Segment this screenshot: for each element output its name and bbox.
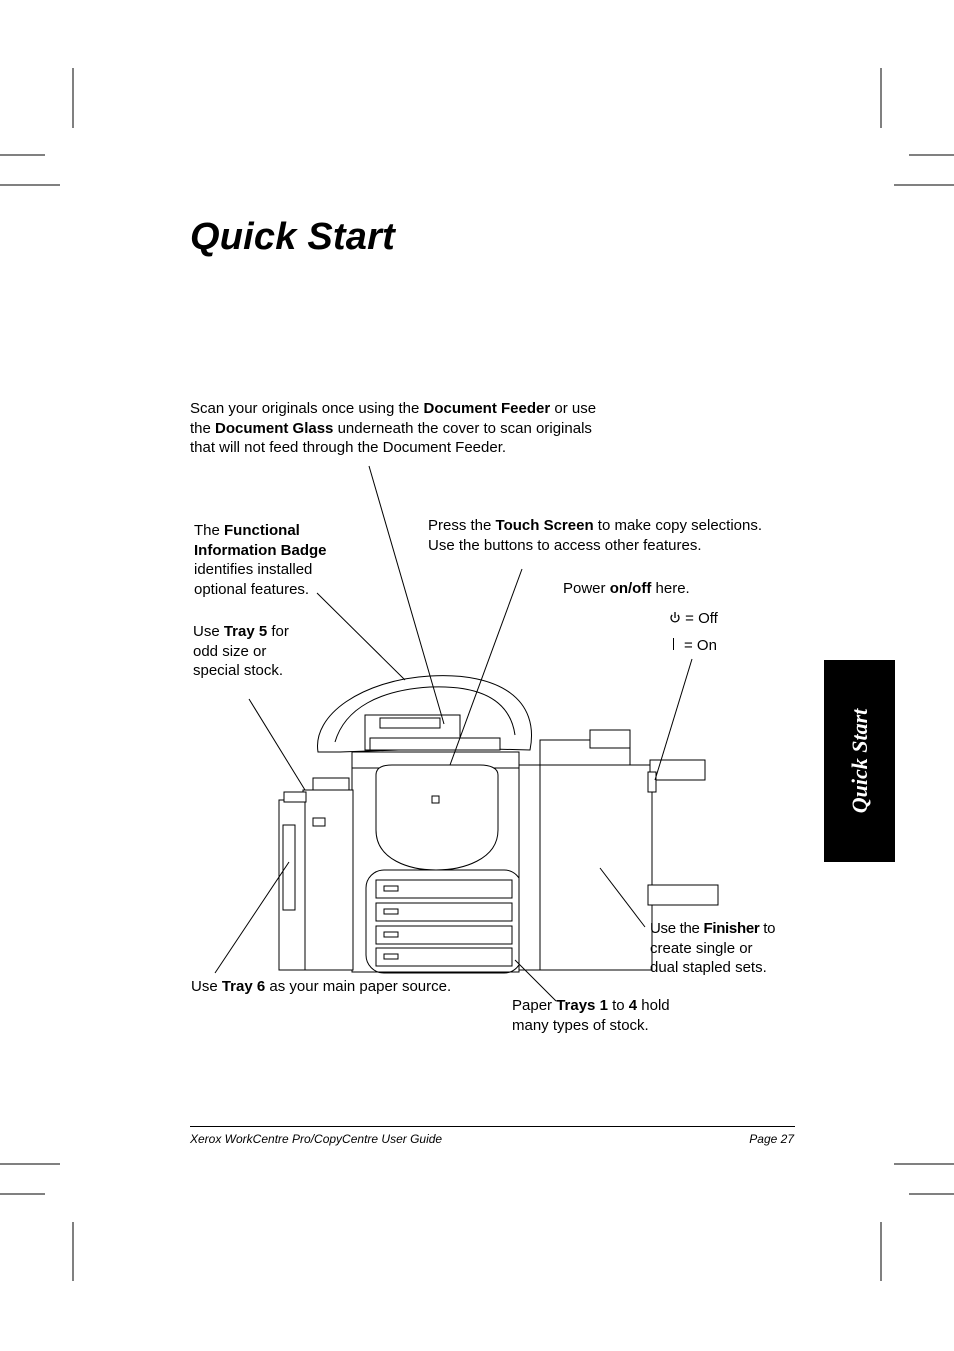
power-on-icon xyxy=(673,638,674,650)
callout-text: here. xyxy=(651,580,690,597)
document-feeder-term: Document Feeder xyxy=(423,400,551,417)
tray-4-term: 4 xyxy=(628,997,638,1014)
callout-text: Use the xyxy=(650,920,704,937)
callout-text: Power xyxy=(563,580,610,597)
trays-1-term: Trays 1 xyxy=(556,997,608,1014)
leader-lines xyxy=(214,465,693,1002)
tray6-callout: Use Tray 6 as your main paper source. xyxy=(191,977,511,997)
callout-text: odd size or xyxy=(193,642,267,660)
finisher-term: Finisher xyxy=(703,920,760,937)
callout-text: hold xyxy=(637,997,670,1014)
power-off-legend: = Off xyxy=(669,609,718,629)
section-side-tab-label: Quick Start xyxy=(846,708,872,814)
callout-text: to xyxy=(759,920,776,937)
intro-paragraph: Scan your originals once using the Docum… xyxy=(190,399,640,458)
callout-text: optional features. xyxy=(194,580,310,598)
footer-page-number: Page 27 xyxy=(749,1132,794,1146)
callout-text: special stock. xyxy=(193,662,284,679)
crop-marks xyxy=(0,68,954,1281)
callout-text: many types of stock. xyxy=(512,1016,649,1034)
callout-text: Use the buttons to access other features… xyxy=(428,536,702,554)
callout-text: to xyxy=(607,997,629,1014)
intro-text: that will not feed through the Document … xyxy=(190,439,507,456)
functional-term: Functional xyxy=(224,522,300,539)
intro-text: the xyxy=(190,419,216,437)
touch-screen-term: Touch Screen xyxy=(495,517,594,534)
footer-guide-title: Xerox WorkCentre Pro/CopyCentre User Gui… xyxy=(190,1132,443,1146)
finisher-callout: Use the Finisher to create single or dua… xyxy=(650,919,800,978)
tray6-term: Tray 6 xyxy=(221,978,266,995)
tray5-callout: Use Tray 5 for odd size or special stock… xyxy=(193,622,343,681)
document-glass-term: Document Glass xyxy=(215,419,334,437)
intro-text: underneath the cover to scan originals xyxy=(333,419,592,437)
callout-text: as your main paper source. xyxy=(265,978,452,995)
callout-text: dual stapled sets. xyxy=(650,959,767,976)
on-off-term: on/off xyxy=(609,580,652,597)
callout-text: Press the xyxy=(428,517,496,534)
tray5-term: Tray 5 xyxy=(223,623,268,640)
power-on-legend: = On xyxy=(673,636,717,656)
power-off-label: = Off xyxy=(685,610,718,627)
callout-text: to make copy selections. xyxy=(593,517,763,534)
intro-text: Scan your originals once using the xyxy=(190,400,424,417)
callout-text: Use xyxy=(193,623,224,640)
copier-illustration xyxy=(278,675,719,974)
information-badge-term: Information Badge xyxy=(194,541,327,559)
badge-callout: The Functional Information Badge identif… xyxy=(194,521,394,599)
footer-rule xyxy=(190,1126,795,1127)
paper-trays-callout: Paper Trays 1 to 4 hold many types of st… xyxy=(512,996,712,1035)
power-on-label: = On xyxy=(684,637,717,654)
callout-text: identifies installed xyxy=(194,561,313,578)
callout-text: Paper xyxy=(512,997,557,1014)
callout-text: Use xyxy=(191,978,222,995)
power-off-icon xyxy=(670,612,680,623)
power-callout: Power on/off here. xyxy=(563,579,763,599)
callout-text: create single or xyxy=(650,939,753,957)
page-title: Quick Start xyxy=(190,216,395,258)
callout-text: for xyxy=(267,623,289,640)
section-side-tab: Quick Start xyxy=(824,660,895,862)
touch-screen-callout: Press the Touch Screen to make copy sele… xyxy=(428,516,808,555)
callout-text: The xyxy=(194,522,225,539)
intro-text: or use xyxy=(550,400,597,417)
